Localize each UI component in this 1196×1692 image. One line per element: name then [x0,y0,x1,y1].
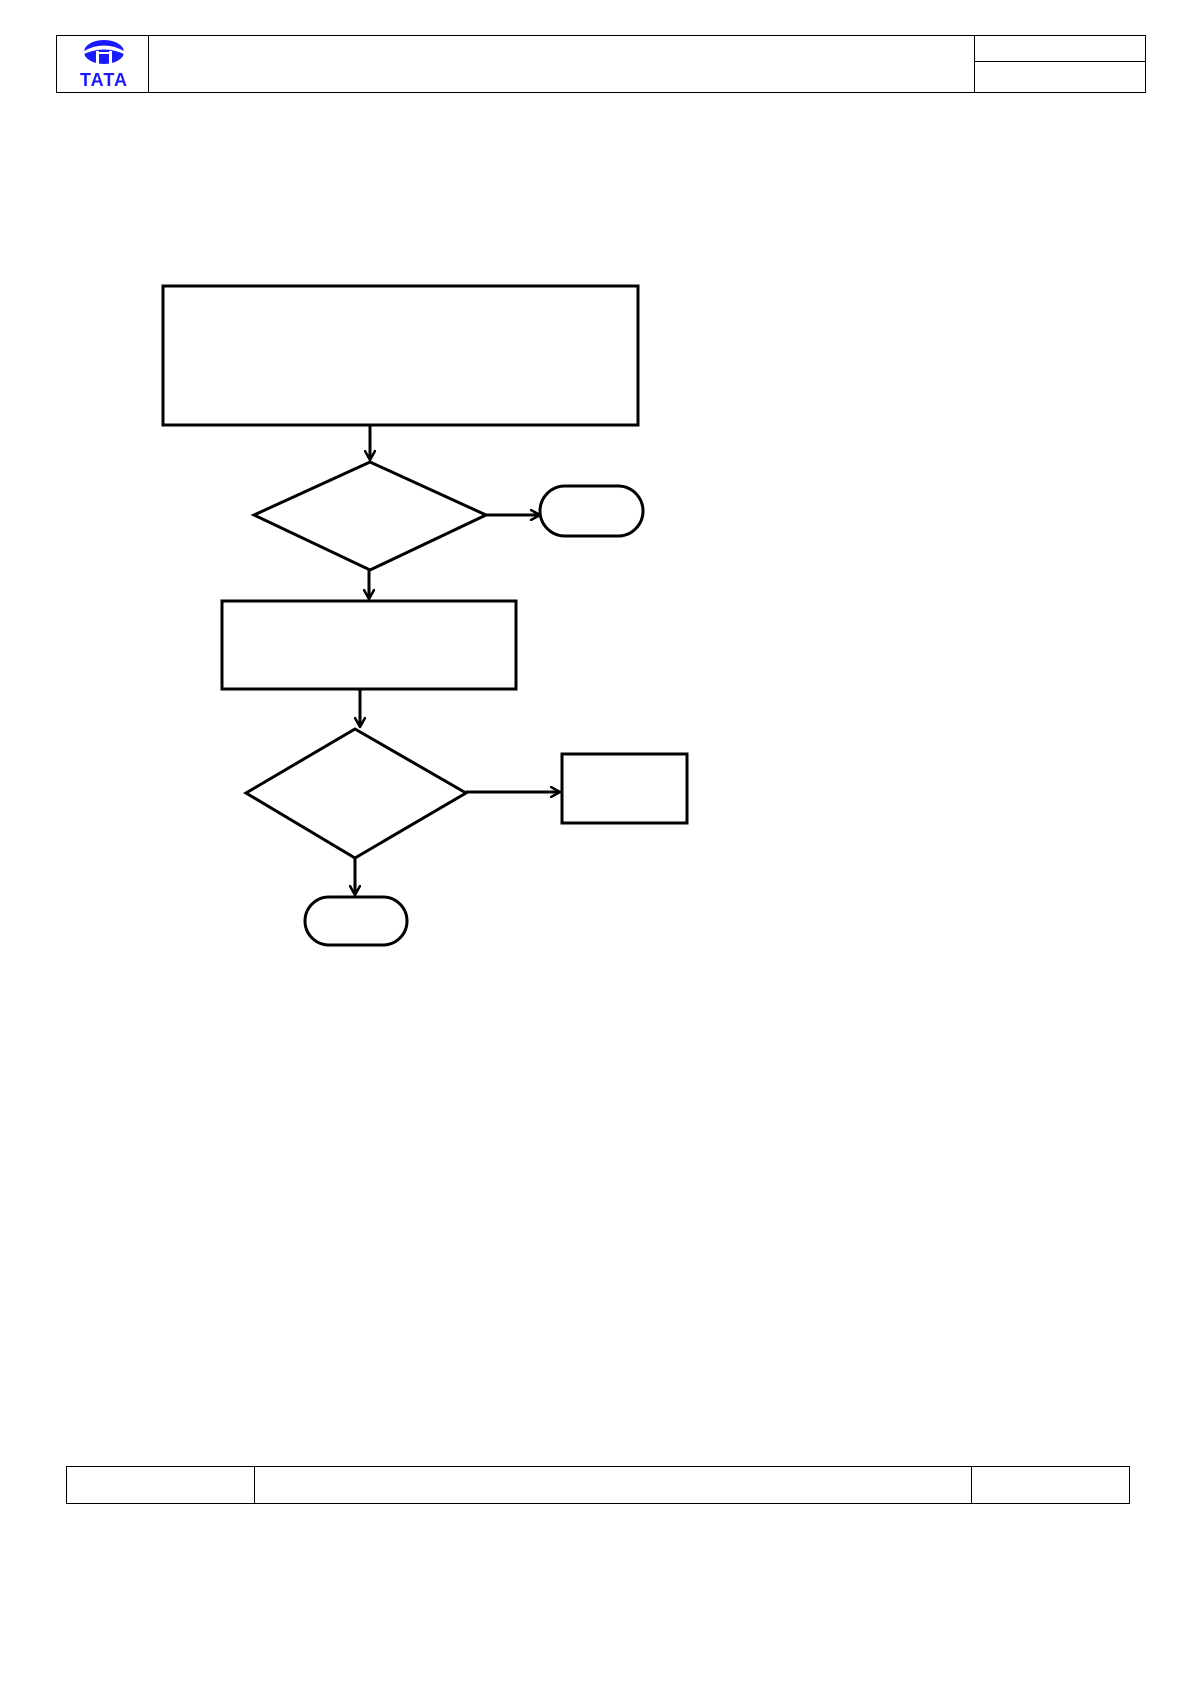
logo-wordmark: TATA [80,70,128,90]
footer-right-cell [971,1467,1129,1503]
terminal-2 [303,895,409,947]
decision-diamond-2 [243,727,469,860]
footer-center-cell [255,1467,971,1503]
header-doc-ref-bottom [975,62,1145,92]
document-footer [66,1466,1130,1504]
terminal-1 [538,484,645,538]
process-box-1 [161,284,640,427]
header-title-cell [149,36,975,92]
header-doc-ref-top [975,36,1145,62]
decision-diamond-1 [250,460,490,572]
process-box-2 [220,599,518,691]
tata-logo: TATA [80,40,128,90]
logo-cell: TATA [57,36,149,92]
process-box-3 [560,752,689,825]
document-header: TATA [56,35,1146,93]
tata-emblem-icon [84,40,124,64]
footer-left-cell [67,1467,255,1503]
